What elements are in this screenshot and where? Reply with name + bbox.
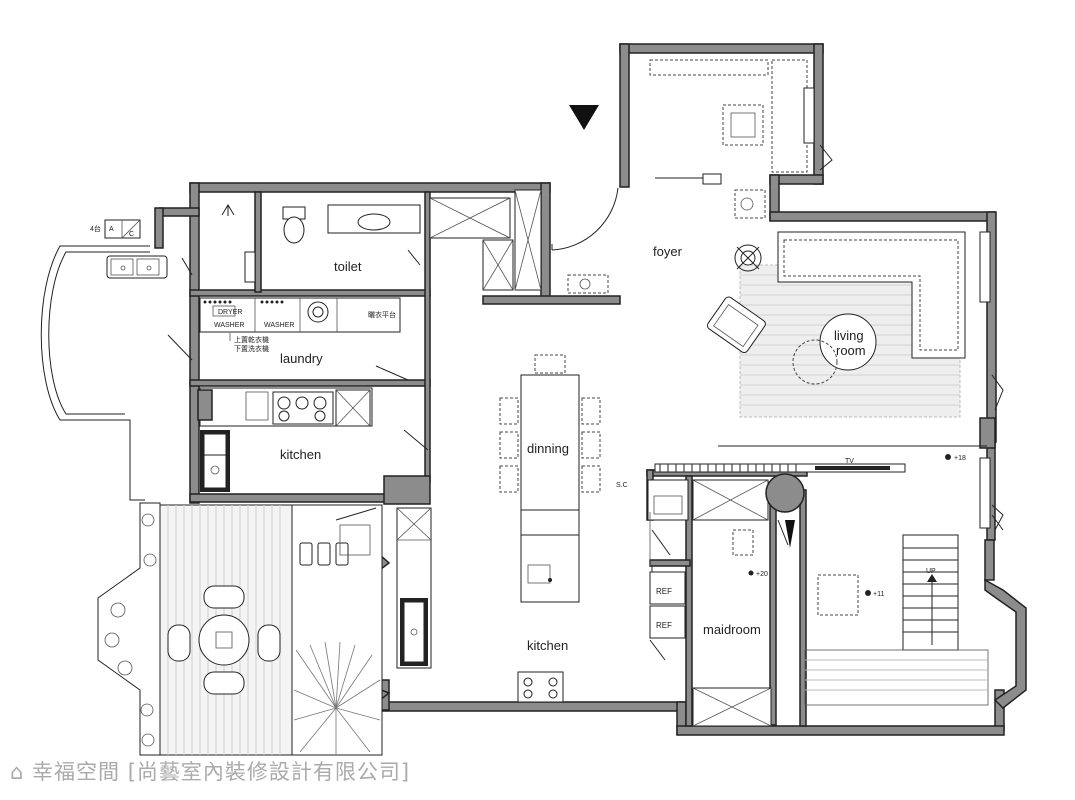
sc-label: S.C — [616, 482, 628, 489]
room-labels: foyer living room toilet laundry kitchen… — [280, 244, 866, 653]
washer-label-2: WASHER — [264, 322, 294, 329]
ref-label-2: REF — [656, 621, 672, 630]
watermark-brand: 幸福空間 — [32, 760, 121, 784]
terrace — [97, 502, 383, 756]
room-label-toilet: toilet — [334, 259, 362, 274]
room-label-kitchen-small: kitchen — [280, 447, 321, 462]
room-label-laundry: laundry — [280, 351, 323, 366]
dining-area — [499, 354, 601, 603]
laundry-area: DRYER WASHER WASHER 曬衣平台 上置乾衣機 下置洗衣機 — [167, 297, 409, 381]
living-room-furniture — [706, 231, 1004, 531]
watermark-company: [尚藝室內裝修設計有限公司] — [127, 760, 411, 784]
level-marker-18: +18 — [954, 455, 966, 462]
washer-label-1: WASHER — [214, 322, 244, 329]
toilet-area: 4台 A C — [90, 189, 542, 291]
box-a-label: A — [109, 226, 114, 233]
note-4tai: 4台 — [90, 224, 101, 233]
level-marker-20: +20 — [756, 571, 768, 578]
stair: UP +11 — [804, 514, 1004, 706]
room-label-foyer: foyer — [653, 244, 683, 259]
room-label-dinning: dinning — [527, 441, 569, 456]
room-label-kitchen-main: kitchen — [527, 638, 568, 653]
box-c-label: C — [129, 231, 134, 238]
foyer-furniture — [551, 59, 833, 294]
main-kitchen-area: REF REF +20 — [396, 507, 789, 727]
small-kitchen-area — [197, 387, 429, 492]
tv-wall: TV S.C +18 — [616, 445, 987, 548]
watermark: ⌂ 幸福空間 [尚藝室內裝修設計有限公司] — [10, 756, 410, 786]
north-arrow-icon — [569, 105, 599, 130]
room-label-living-2: room — [836, 343, 866, 358]
watermark-home-icon: ⌂ — [10, 760, 25, 784]
tv-label: TV — [845, 458, 854, 465]
counter-label: 曬衣平台 — [368, 310, 396, 319]
laundry-note-2: 下置洗衣機 — [234, 344, 269, 353]
ref-label-1: REF — [656, 587, 672, 596]
room-label-maidroom: maidroom — [703, 622, 761, 637]
walls — [40, 43, 1027, 736]
laundry-note-1: 上置乾衣機 — [234, 335, 269, 344]
stair-up-label: UP — [926, 568, 936, 575]
dryer-label: DRYER — [218, 309, 242, 316]
room-label-living-1: living — [834, 328, 864, 343]
level-marker-11: +11 — [873, 591, 884, 598]
